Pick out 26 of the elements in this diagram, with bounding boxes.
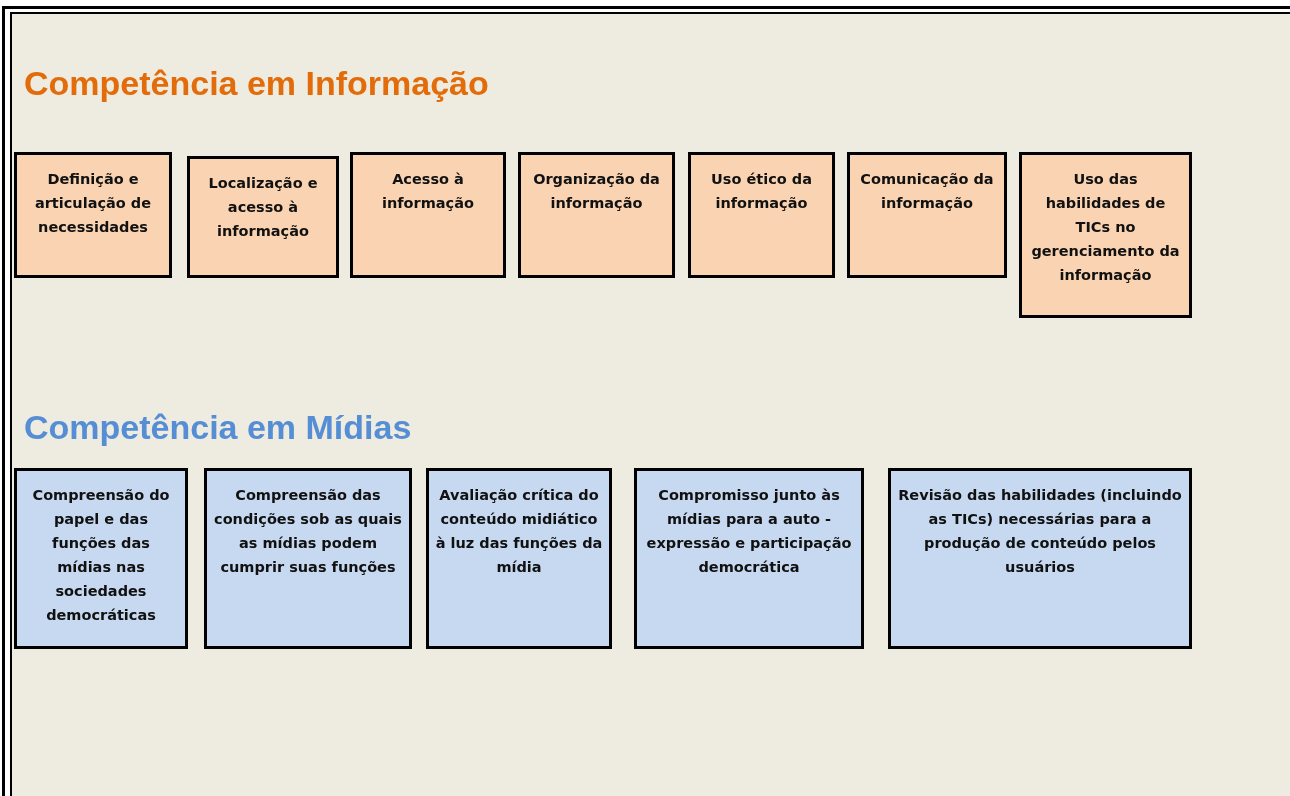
information-competence-box — [1019, 152, 1192, 318]
media-competence-box — [14, 468, 188, 649]
box-text: Compreensão das condições sob as quais as mídias podem cumprir suas funções — [213, 486, 403, 577]
box-text: Localização e acesso à informação — [207, 174, 319, 241]
box-text: Organização da informação — [532, 170, 661, 213]
information-competence-box — [14, 152, 172, 278]
box-text: Acesso à informação — [381, 170, 475, 213]
box-text: Compromisso junto às mídias para a auto - expressão e participação democrática — [645, 486, 853, 577]
section-heading: Competência em Mídias — [24, 408, 412, 447]
information-competence-box — [518, 152, 675, 278]
information-competence-box — [688, 152, 835, 278]
information-competence-box — [350, 152, 506, 278]
media-competence-box — [204, 468, 412, 649]
box-text: Uso das habilidades de TICs no gerenciamento da informação — [1030, 170, 1181, 285]
section-heading: Competência em Informação — [24, 64, 489, 103]
information-competence-box — [847, 152, 1007, 278]
box-text: Avaliação crítica do conteúdo midiático à luz das funções da mídia — [435, 486, 603, 577]
media-competence-box — [426, 468, 612, 649]
information-competence-box — [187, 156, 339, 278]
box-text: Definição e articulação de necessidades — [33, 170, 153, 237]
box-text: Revisão das habilidades (incluindo as TICs) necessárias para a produção de conteúdo pelos usuários — [897, 486, 1183, 577]
box-text: Comunicação da informação — [859, 170, 995, 213]
box-text: Compreensão do papel e das funções das mídias nas sociedades democráticas — [31, 486, 171, 625]
media-competence-box — [634, 468, 864, 649]
media-competence-box — [888, 468, 1192, 649]
box-text: Uso ético da informação — [710, 170, 813, 213]
